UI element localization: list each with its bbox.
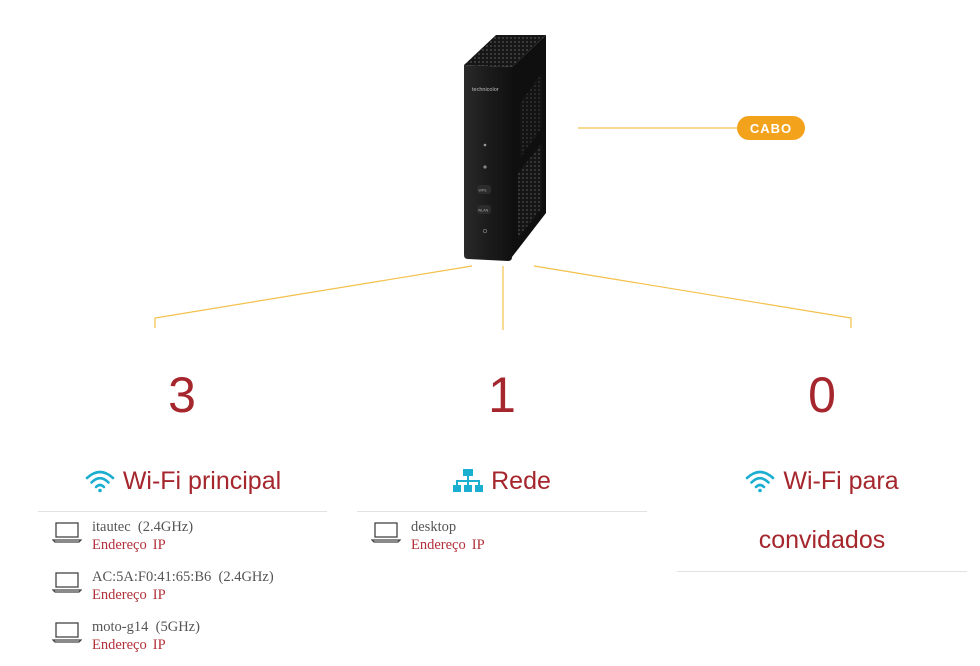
wifi-main-divider [38,511,327,512]
laptop-icon [52,522,82,543]
device-item[interactable]: desktop Endereço IP [371,518,491,554]
router-device: technicolor WPS WLAN [462,33,546,261]
network-icon [453,469,484,492]
cable-badge: CABO [737,116,805,140]
device-address-label: Endereço [411,537,466,553]
power-button-icon [482,228,488,234]
device-ip-label: IP [471,537,485,553]
device-name: desktop [411,519,457,535]
wifi-guest-count: 0 [808,367,836,423]
wifi-main-title[interactable]: Wi-Fi principal [38,461,328,501]
network-title[interactable]: Rede [357,461,647,501]
router-wps-label: WPS [479,189,488,193]
power-led-icon [483,143,487,147]
laptop-icon [371,522,401,543]
device-item[interactable]: AC:5A:F0:41:65:B6 (2.4GHz) Endereço IP [52,568,274,604]
network-divider [357,511,647,512]
wifi-guest-divider [677,571,967,572]
device-band: (2.4GHz) [137,519,194,535]
laptop-icon [52,572,82,593]
wifi-icon [746,470,775,493]
device-ip-label: IP [152,587,166,603]
network-title-label: Rede [491,466,551,495]
device-item[interactable]: moto-g14 (5GHz) Endereço IP [52,618,200,654]
wifi-main-line [154,265,473,328]
wifi-guest-title-line2: convidados [758,526,886,554]
device-name: AC:5A:F0:41:65:B6 [92,569,212,585]
device-band: (2.4GHz) [218,569,274,585]
router-brand-label: technicolor [472,87,499,93]
device-ip-label: IP [152,537,166,553]
device-address-label: Endereço [92,637,147,653]
device-name: itautec [92,519,131,535]
network-count: 1 [488,367,516,423]
wifi-guest-title[interactable]: Wi-Fi para [677,461,967,501]
device-address-label: Endereço [92,537,147,553]
status-led-icon [483,165,487,169]
device-ip-label: IP [152,637,166,653]
wifi-guest-line [533,265,852,328]
device-address-label: Endereço [92,587,147,603]
laptop-icon [52,622,82,643]
wifi-main-title-label: Wi-Fi principal [122,466,282,495]
wifi-main-count: 3 [168,367,196,423]
wifi-guest-title-line1: Wi-Fi para [783,466,899,495]
wifi-icon [85,470,115,493]
device-name: moto-g14 [92,619,149,635]
device-band: (5GHz) [155,619,200,635]
device-item[interactable]: itautec (2.4GHz) Endereço IP [52,518,193,554]
router-wlan-label: WLAN [478,209,489,213]
